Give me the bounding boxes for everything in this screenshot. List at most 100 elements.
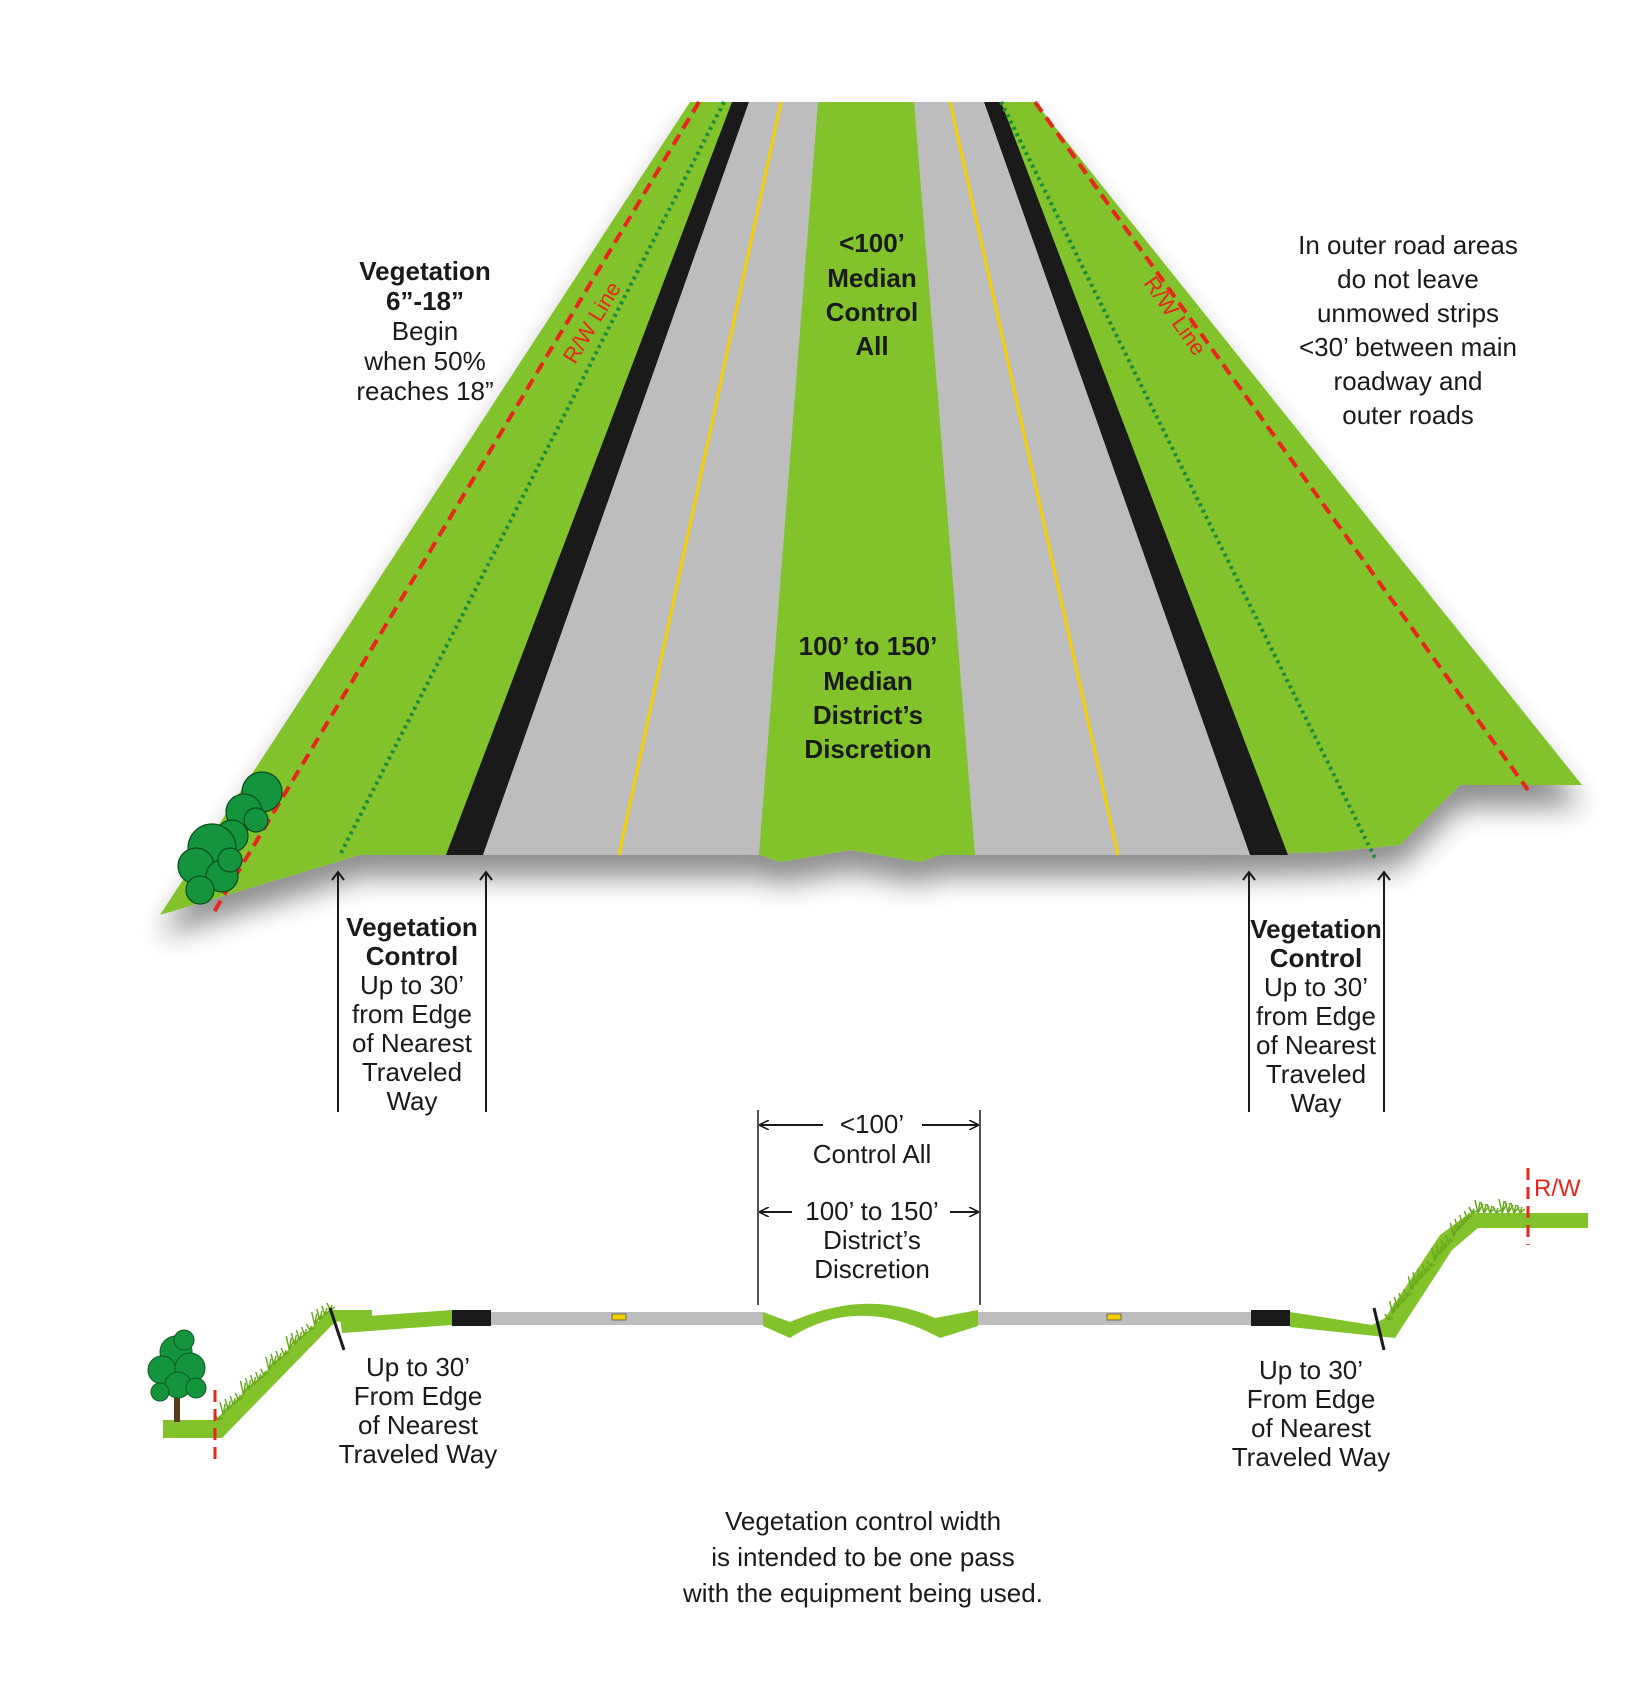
grass-tuft [1463, 1210, 1473, 1220]
cross-section-median [763, 1303, 978, 1338]
section-right-line: Up to 30’ [1259, 1355, 1363, 1385]
outer-roads-note: In outer road areas do not leave unmowed… [1298, 230, 1518, 430]
control-left-line: from Edge [352, 999, 472, 1029]
outer-roads-line: unmowed strips [1317, 298, 1499, 328]
median-small-note: <100’ Median Control All [826, 228, 918, 361]
median-large-width: 100’ to 150’ [799, 631, 938, 661]
veg-height-range: 6”-18” [386, 286, 464, 316]
control-line-left [338, 101, 726, 856]
outer-roads-line: do not leave [1337, 264, 1479, 294]
grass-tuft [300, 1326, 311, 1336]
rw-label: R/W [1534, 1175, 1581, 1202]
control-right-note: Vegetation Control Up to 30’ from Edge o… [1250, 914, 1381, 1118]
right-shoulder [984, 102, 1288, 855]
section-left-line: Up to 30’ [366, 1352, 470, 1382]
dim-control-all-width: <100’ [840, 1109, 904, 1139]
grass-tuft [229, 1395, 239, 1406]
grass-tuft [1402, 1288, 1413, 1297]
control-line-right [999, 101, 1377, 859]
section-right-line: From Edge [1247, 1384, 1376, 1414]
dim-discretion-label: Discretion [814, 1254, 930, 1284]
footer-line: Vegetation control width [725, 1506, 1001, 1536]
control-right-line: from Edge [1256, 1001, 1376, 1031]
median-small-width: <100’ [839, 228, 905, 258]
cross-section-shoulder-right [1251, 1310, 1290, 1326]
shrub-icon [217, 847, 243, 873]
grass-tuft [249, 1374, 260, 1386]
control-boundary-right [1372, 1307, 1386, 1351]
left-shoulder [446, 102, 749, 855]
median-small-line: Median [827, 263, 917, 293]
median-dimensions: <100’ Control All 100’ to 150’ District’… [757, 1109, 981, 1305]
footer-line: is intended to be one pass [711, 1542, 1015, 1572]
shrub-icon [177, 771, 283, 905]
section-left-line: From Edge [354, 1381, 483, 1411]
median-small-line: Control [826, 297, 918, 327]
median-large-line: Discretion [804, 734, 931, 764]
control-left-line: Way [386, 1086, 437, 1116]
outer-roads-line: roadway and [1334, 366, 1483, 396]
grass-tuft [1398, 1292, 1408, 1303]
grass-tuft [1426, 1260, 1436, 1268]
rw-line-left [212, 100, 701, 914]
shrub-icon [243, 807, 269, 833]
section-right-note: Up to 30’ From Edge of Nearest Traveled … [1232, 1355, 1390, 1472]
grass-tuft [280, 1347, 290, 1356]
grass-tufts [1384, 1198, 1526, 1321]
dim-discretion-width: 100’ to 150’ [805, 1196, 938, 1226]
grass-tuft [1458, 1214, 1469, 1226]
grass-area [160, 102, 1582, 915]
lane-marker [611, 1313, 627, 1321]
arrow-up-icon [331, 870, 1391, 1112]
footer-note: Vegetation control width is intended to … [682, 1506, 1043, 1608]
median-large-line: Median [823, 666, 913, 696]
grass-tuft [1416, 1268, 1427, 1279]
cross-section-grass [340, 1310, 452, 1333]
veg-height-line: when 50% [363, 346, 485, 376]
control-right-line: Way [1290, 1088, 1341, 1118]
tree-icon [147, 1329, 207, 1422]
right-lane-line [948, 101, 1120, 856]
outer-roads-line: <30’ between main [1299, 332, 1517, 362]
cross-section-grass [1290, 1213, 1588, 1338]
median-small-line: All [855, 331, 888, 361]
median-large-line: District’s [813, 700, 923, 730]
grass-tuft [295, 1329, 306, 1341]
grass-tuft [1516, 1204, 1526, 1214]
section-left-note: Up to 30’ From Edge of Nearest Traveled … [339, 1352, 497, 1469]
control-right-line: Traveled [1266, 1059, 1366, 1089]
control-left-line: of Nearest [352, 1028, 473, 1058]
veg-height-line: Begin [392, 316, 459, 346]
control-left-note: Vegetation Control Up to 30’ from Edge o… [346, 912, 477, 1116]
grass-tufts [214, 1302, 336, 1421]
grass-tuft [321, 1305, 331, 1316]
roadway-perspective: R/W Line R/W Line [160, 100, 1582, 915]
cross-section: R/W [147, 1168, 1588, 1462]
dim-control-all-label: Control All [813, 1139, 932, 1169]
vegetation-height-note: Vegetation 6”-18” Begin when 50% reaches… [356, 256, 493, 406]
grass-tuft [1384, 1313, 1394, 1321]
veg-height-title: Vegetation [359, 256, 490, 286]
rw-line-right [1033, 100, 1530, 792]
control-right-title: Control [1270, 943, 1362, 973]
outer-roads-line: outer roads [1342, 400, 1474, 430]
section-right-line: of Nearest [1251, 1413, 1372, 1443]
section-left-line: Traveled Way [339, 1439, 497, 1469]
footer-line: with the equipment being used. [682, 1578, 1043, 1608]
control-right-title: Vegetation [1250, 914, 1381, 944]
control-right-line: Up to 30’ [1264, 972, 1368, 1002]
control-right-line: of Nearest [1256, 1030, 1377, 1060]
double-arrow-icon [760, 1125, 978, 1212]
grass-tuft [260, 1368, 270, 1376]
control-left-title: Control [366, 941, 458, 971]
control-boundary-left [328, 1307, 346, 1351]
dim-discretion-label: District’s [823, 1225, 921, 1255]
grass-tuft [255, 1371, 265, 1381]
control-left-title: Vegetation [346, 912, 477, 942]
control-left-line: Traveled [362, 1057, 462, 1087]
grass-tuft [1492, 1205, 1502, 1214]
grass-tuft [1468, 1206, 1478, 1214]
section-left-line: of Nearest [358, 1410, 479, 1440]
section-right-line: Traveled Way [1232, 1442, 1390, 1472]
